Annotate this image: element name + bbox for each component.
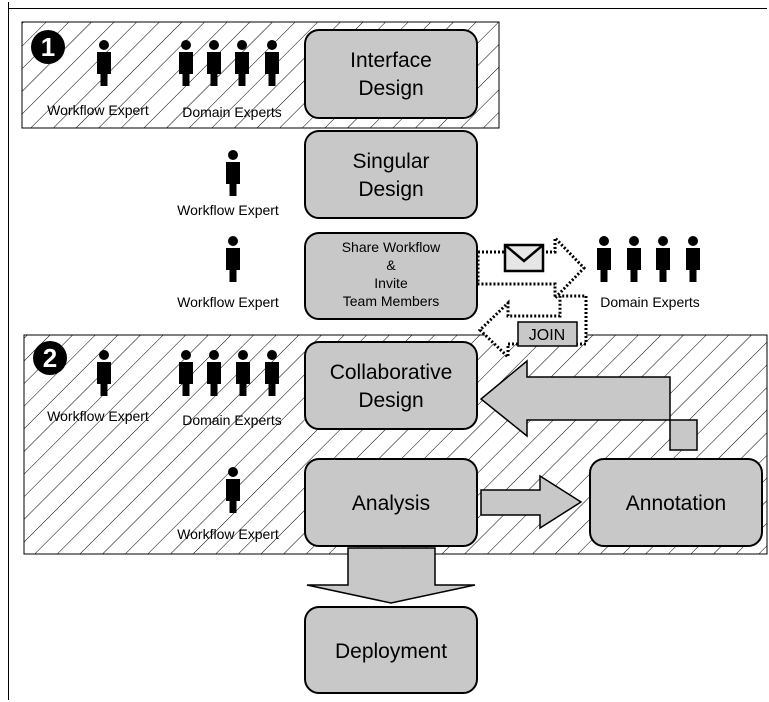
- analysis-box: Analysis: [304, 458, 478, 547]
- workflow-expert-label: Workflow Expert: [177, 526, 279, 542]
- interface-design-line2: Design: [358, 77, 423, 100]
- workflow-expert-icon: [226, 236, 240, 282]
- deployment-label: Deployment: [335, 640, 447, 663]
- domain-experts-label: Domain Experts: [182, 104, 282, 120]
- domain-experts-icon: [597, 236, 700, 282]
- domain-experts-label: Domain Experts: [600, 294, 700, 310]
- interface-design-line1: Interface: [350, 49, 432, 72]
- workflow-expert-label: Workflow Expert: [177, 202, 279, 218]
- collaborative-design-line2: Design: [358, 389, 423, 412]
- share-workflow-line1: Share Workflow: [342, 239, 441, 255]
- deployment-arrow: [306, 547, 476, 604]
- share-workflow-line4: Team Members: [343, 293, 439, 309]
- interface-design-box: Interface Design: [304, 29, 478, 119]
- singular-design-line1: Singular: [352, 150, 429, 173]
- svg-text:1: 1: [41, 32, 55, 62]
- share-workflow-line3: Invite: [374, 275, 408, 291]
- join-tag: JOIN: [517, 321, 578, 347]
- workflow-expert-icon: [226, 150, 240, 196]
- analysis-label: Analysis: [352, 492, 430, 515]
- workflow-expert-label: Workflow Expert: [177, 294, 279, 310]
- join-label: JOIN: [529, 327, 565, 344]
- share-workflow-box: Share Workflow & Invite Team Members: [304, 232, 478, 320]
- annotation-box: Annotation: [589, 458, 763, 547]
- analysis-to-annotation-arrow: [480, 474, 583, 530]
- share-workflow-line2: &: [386, 257, 396, 273]
- workflow-expert-label: Workflow Expert: [47, 102, 149, 118]
- envelope-icon: [503, 243, 545, 273]
- collaborative-design-box: Collaborative Design: [304, 341, 478, 430]
- workflow-expert-label: Workflow Expert: [47, 408, 149, 424]
- feedback-arrow: [479, 359, 698, 451]
- singular-design-box: Singular Design: [304, 130, 478, 219]
- domain-experts-label: Domain Experts: [182, 412, 282, 428]
- deployment-box: Deployment: [304, 606, 478, 694]
- svg-text:2: 2: [43, 343, 57, 373]
- collaborative-design-line1: Collaborative: [330, 361, 453, 384]
- phase-2-badge: 2: [33, 341, 67, 375]
- singular-design-line2: Design: [358, 178, 423, 201]
- annotation-label: Annotation: [626, 492, 726, 515]
- phase-1-badge: 1: [31, 30, 65, 64]
